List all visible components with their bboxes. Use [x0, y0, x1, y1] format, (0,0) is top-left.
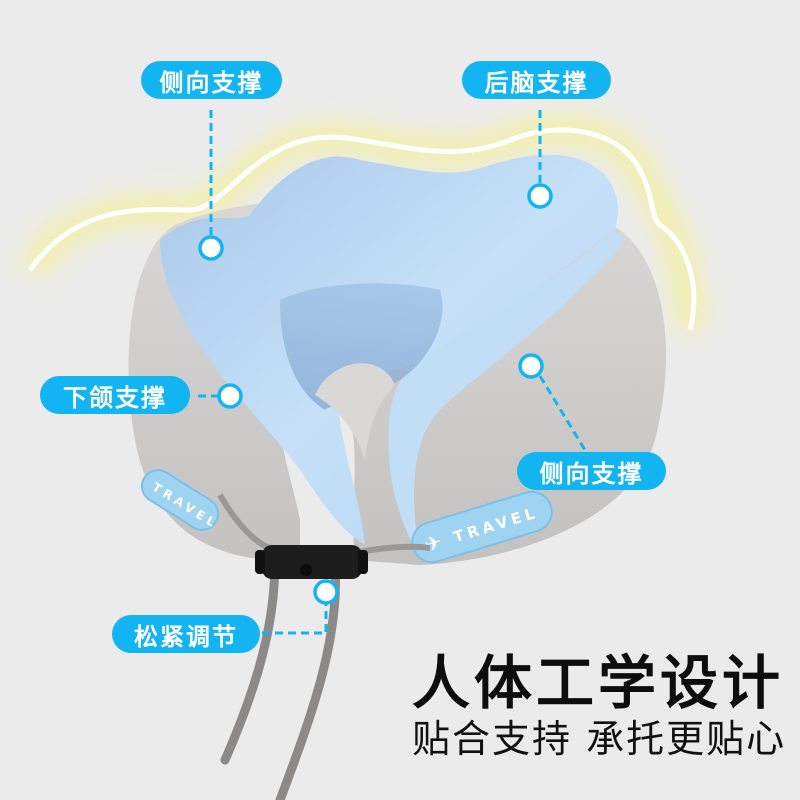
pillow-blue-strip-right: [388, 230, 625, 560]
contour-line: [27, 127, 697, 331]
leader-tightness: [262, 604, 328, 635]
callout-back-head-support: 后脑支撑: [462, 61, 611, 99]
cord-left: [220, 555, 280, 765]
callout-chin-support: 下颌支撑: [40, 376, 190, 414]
dot-chin: [217, 383, 243, 409]
pillow-inner-recess: [280, 283, 443, 410]
dot-back-head: [527, 183, 553, 209]
callout-tightness-adjust: 松紧调节: [112, 615, 260, 653]
pillow-hole: [315, 363, 395, 460]
dot-side-left: [198, 235, 224, 261]
headline-subtitle: 贴合支持 承托更贴心: [412, 717, 787, 761]
dot-tightness: [313, 579, 339, 605]
leader-side-right: [538, 375, 590, 456]
headline-title: 人体工学设计: [412, 649, 785, 717]
callout-side-support-left: 侧向支撑: [141, 61, 282, 99]
cord-toggle-clip: [255, 545, 368, 579]
dot-side-right: [518, 353, 544, 379]
callout-side-support-right: 侧向支撑: [517, 452, 666, 490]
